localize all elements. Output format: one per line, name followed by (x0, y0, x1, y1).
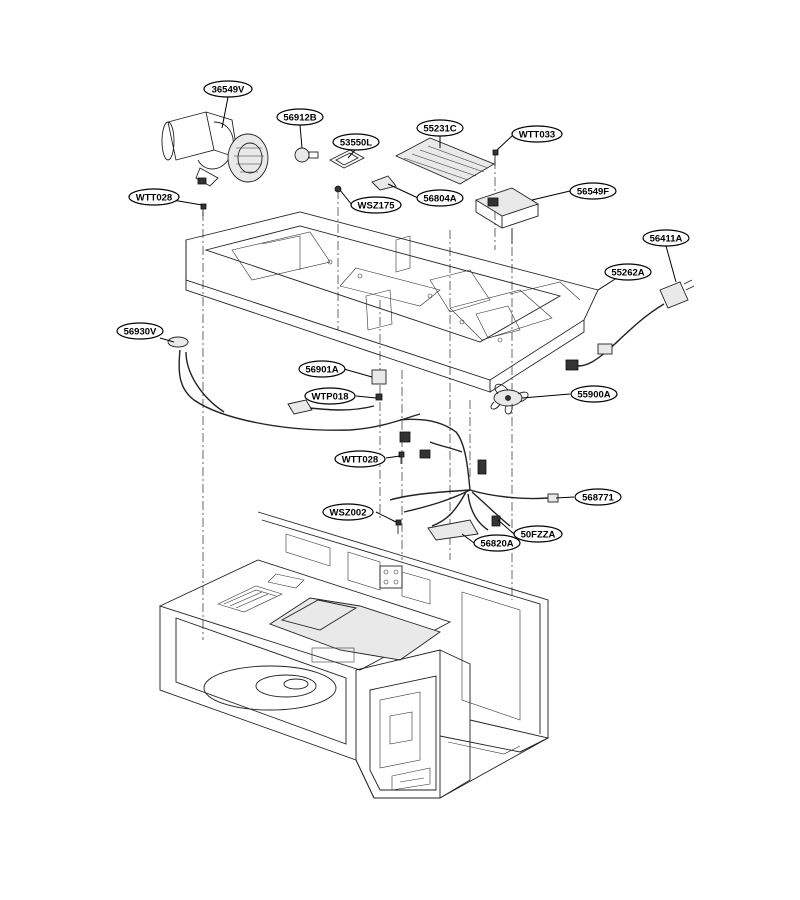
callout-56901a: 56901A (298, 360, 346, 378)
callout-36549v: 36549V (203, 80, 253, 98)
relay-part (287, 369, 387, 415)
part-number-label: 568771 (582, 493, 614, 504)
callout-wtt028-top: WTT028 (128, 188, 180, 206)
callout-568771: 568771 (574, 488, 622, 506)
assembly-guide-lines (202, 160, 513, 640)
callout-wtt033: WTT033 (511, 125, 563, 143)
blower-motor-part (161, 111, 269, 187)
part-number-label: WSZ002 (330, 508, 367, 519)
power-cord-part (565, 279, 695, 371)
part-number-label: WTT028 (342, 455, 378, 466)
base-plate-part (185, 211, 599, 393)
callout-55900a: 55900A (570, 385, 618, 403)
leader-lines (154, 96, 677, 544)
callout-55231c: 55231C (416, 119, 464, 137)
fan-blade-part (490, 383, 529, 415)
callout-55262a: 55262A (604, 263, 652, 281)
part-number-label: WTT028 (136, 193, 172, 204)
callout-wtp018: WTP018 (304, 387, 356, 405)
lamp-part (294, 147, 365, 169)
part-number-label: 56411A (650, 234, 683, 245)
callout-56820a: 56820A (473, 534, 521, 552)
screw-parts (200, 149, 499, 534)
callout-50fzza: 50FZZA (513, 525, 563, 543)
callout-56912b: 56912B (276, 108, 324, 126)
thermostat-part (167, 336, 421, 431)
part-number-label: 56804A (423, 194, 456, 205)
part-number-label: 36549V (212, 85, 245, 96)
callout-wtt028-mid: WTT028 (334, 450, 386, 468)
switch-part (334, 175, 397, 193)
callout-wsz175: WSZ175 (350, 196, 402, 214)
callout-53550l: 53550L (332, 133, 380, 151)
part-number-label: 56820A (480, 539, 513, 550)
microwave-chassis-part (158, 511, 550, 799)
part-number-label: 56549F (577, 187, 609, 198)
part-number-label: 56912B (283, 113, 316, 124)
wire-harness-part (389, 418, 559, 541)
callout-wsz002: WSZ002 (322, 503, 374, 521)
part-number-label: 55231C (423, 124, 456, 135)
callout-56930v: 56930V (116, 322, 164, 340)
part-number-label: 53550L (340, 138, 372, 149)
part-number-label: 56901A (305, 365, 338, 376)
part-number-label: 55900A (577, 390, 610, 401)
part-number-label: 55262A (611, 268, 644, 279)
part-number-label: WSZ175 (358, 201, 396, 212)
part-number-label: 56930V (124, 327, 157, 338)
callout-56804a: 56804A (416, 189, 464, 207)
callout-56549f: 56549F (569, 182, 617, 200)
callout-56411a: 56411A (642, 229, 690, 247)
damper-part (474, 187, 540, 244)
part-number-label: WTT033 (519, 130, 555, 141)
filter-part (394, 137, 496, 185)
part-number-label: WTP018 (312, 392, 349, 403)
part-number-label: 50FZZA (521, 530, 556, 541)
